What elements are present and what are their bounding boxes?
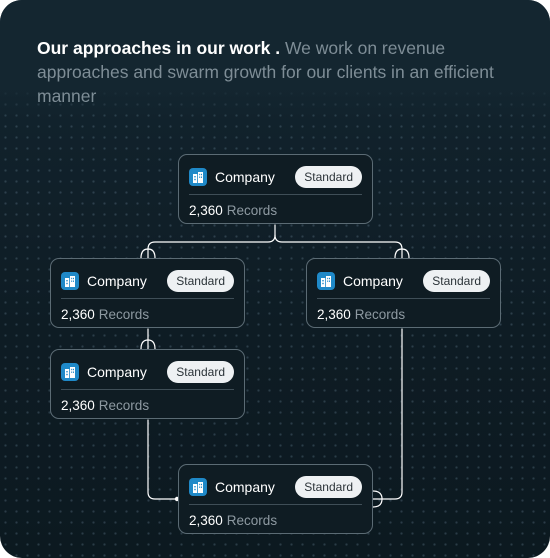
building-icon [189, 478, 207, 496]
heading: Our approaches in our work . We work on … [37, 36, 507, 108]
edge-right-bottom [372, 328, 403, 500]
crowfoot-bottom [372, 490, 383, 508]
count-value: 2,360 [189, 513, 223, 528]
edge-top-left [147, 224, 276, 259]
count-value: 2,360 [61, 398, 95, 413]
count-value: 2,360 [189, 203, 223, 218]
building-icon [189, 168, 207, 186]
node-name: Company [87, 364, 147, 380]
standard-badge: Standard [295, 166, 362, 188]
divider [317, 298, 490, 299]
standard-badge: Standard [423, 270, 490, 292]
heading-description: We work on revenue approaches and swarm … [37, 38, 494, 106]
crowfoot-right [394, 248, 410, 259]
count-value: 2,360 [61, 307, 95, 322]
count-unit: Records [354, 307, 406, 322]
divider [189, 194, 362, 195]
heading-title: Our approaches in our work . [37, 38, 281, 58]
building-icon [61, 272, 79, 290]
divider [61, 389, 234, 390]
node-name: Company [87, 273, 147, 289]
edge-middle-bottom [147, 419, 178, 500]
edge-top-right [274, 234, 403, 259]
node-name: Company [215, 479, 275, 495]
crowfoot-middle [140, 339, 156, 350]
count-unit: Records [98, 398, 150, 413]
building-icon [61, 363, 79, 381]
crowfoot-left [140, 248, 156, 259]
node-name: Company [215, 169, 275, 185]
count-value: 2,360 [317, 307, 351, 322]
standard-badge: Standard [295, 476, 362, 498]
divider [189, 504, 362, 505]
count-unit: Records [226, 513, 278, 528]
divider [61, 298, 234, 299]
count-unit: Records [226, 203, 278, 218]
node-name: Company [343, 273, 403, 289]
standard-badge: Standard [167, 270, 234, 292]
count-unit: Records [98, 307, 150, 322]
standard-badge: Standard [167, 361, 234, 383]
building-icon [317, 272, 335, 290]
